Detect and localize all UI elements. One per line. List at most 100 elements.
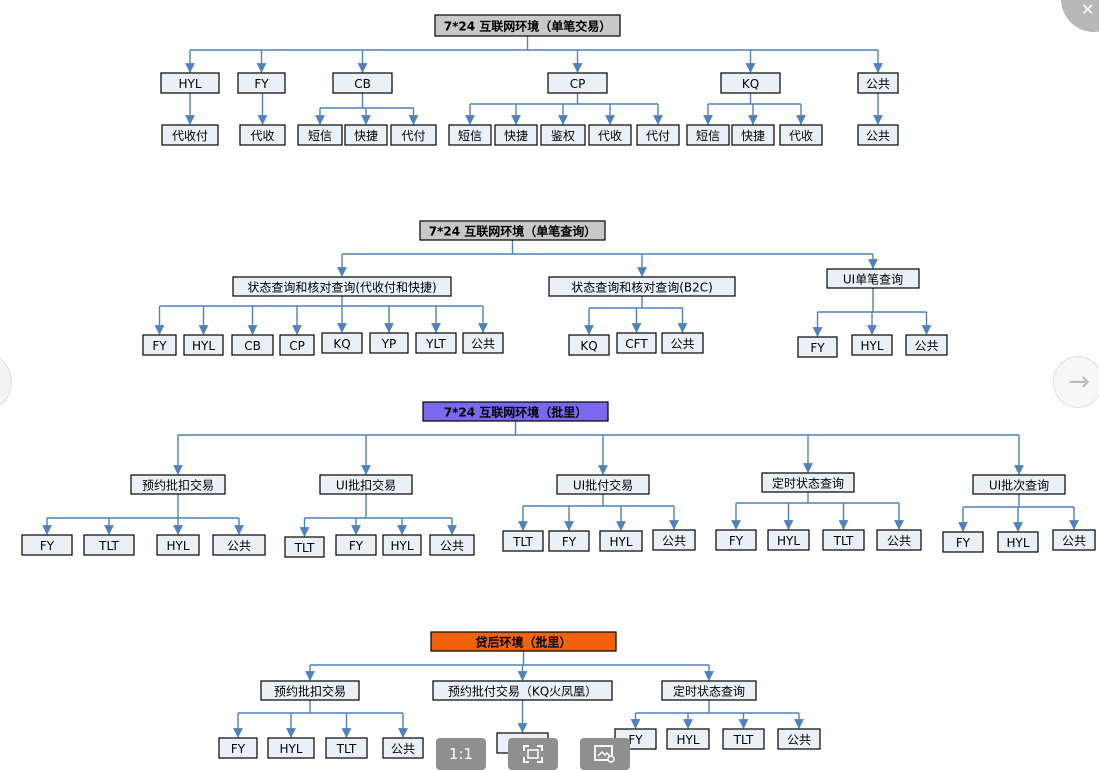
section-1-group-0-child-3-label: CP	[289, 339, 305, 353]
section-3-group-2-child-1-label: HYL	[676, 733, 699, 747]
section-1-group-0-child-7: 公共	[462, 332, 504, 354]
section-0-group-2: CB	[332, 72, 393, 94]
section-2-group-2-child-2-label: HYL	[609, 535, 632, 549]
section-2-group-2: UI批付交易	[556, 474, 650, 495]
section-2-group-0-child-2: HYL	[156, 534, 200, 556]
section-2-group-3-child-3: 公共	[876, 529, 922, 551]
section-0-group-0-child-0-label: 代收付	[172, 129, 208, 143]
section-0-group-5-child-0-box	[857, 124, 899, 146]
section-0-group-2-label: CB	[354, 77, 371, 91]
section-1-group-2-child-1: HYL	[851, 334, 893, 356]
section-0-group-3-label: CP	[570, 77, 586, 91]
section-1-group-0-child-6-box	[415, 332, 457, 354]
section-0-group-3-child-0-box	[448, 124, 492, 146]
section-1-group-2-child-1-label: HYL	[860, 339, 883, 353]
section-2-group-0-child-3-label: 公共	[227, 539, 251, 553]
section-1-title: 7*24 互联网环境（单笔查询）	[419, 220, 606, 241]
section-0-group-3-child-1-box	[494, 124, 538, 146]
section-2-group-2-child-2: HYL	[599, 530, 643, 552]
section-3-title-label: 贷后环境（批里）	[475, 635, 571, 650]
section-0-group-4-child-1-box	[731, 124, 775, 146]
section-0-group-2-child-1-box	[344, 124, 388, 146]
section-2-group-2-child-0-box	[502, 530, 544, 552]
section-0-group-1-label: FY	[254, 77, 269, 91]
section-0-group-4-child-0-box	[686, 124, 730, 146]
section-2-group-3: 定时状态查询	[761, 472, 855, 493]
section-0-group-3-child-0: 短信	[448, 124, 492, 146]
section-2-group-1-child-1: FY	[335, 534, 377, 556]
section-1-title-label: 7*24 互联网环境（单笔查询）	[429, 224, 597, 239]
section-0-group-0-box	[160, 72, 220, 94]
section-1-group-2-child-2: 公共	[905, 334, 948, 356]
section-2-group-0: 预约批扣交易	[130, 474, 226, 495]
section-3-group-0-child-3-label: 公共	[391, 742, 415, 756]
section-1-group-0-label: 状态查询和核对查询(代收付和快捷)	[247, 281, 436, 295]
section-1-group-0-child-6: YLT	[415, 332, 457, 354]
next-button[interactable]: →	[1053, 356, 1099, 408]
section-1-group-1-child-1: CFT	[616, 332, 657, 354]
section-0-group-2-child-0-box	[297, 124, 343, 146]
section-2-group-4-box	[972, 474, 1066, 495]
close-button[interactable]: ✕	[1061, 0, 1099, 32]
section-3-group-0-child-2-label: TLT	[336, 742, 357, 756]
section-3-group-0: 预约批扣交易	[260, 680, 360, 701]
section-2-group-1-child-3-box	[429, 534, 475, 556]
section-0-group-2-child-1-label: 快捷	[354, 129, 378, 143]
section-1-group-1-label: 状态查询和核对查询(B2C)	[571, 281, 713, 295]
actual-size-label: 1:1	[448, 745, 474, 763]
section-3-group-2-child-2-label: TLT	[733, 733, 754, 747]
section-2-group-0-child-1: TLT	[83, 534, 135, 556]
section-1-group-1-child-1-box	[616, 332, 657, 354]
section-0-group-3-child-2-box	[540, 124, 586, 146]
section-0-group-0-child-0: 代收付	[161, 124, 219, 146]
section-2-group-4-child-1-label: HYL	[1006, 536, 1029, 550]
section-3-group-1-label: 预约批付交易（KQ火凤凰）	[448, 684, 597, 699]
close-icon: ✕	[1081, 0, 1095, 19]
section-1-group-0-child-2-box	[231, 334, 274, 356]
section-1-group-0-child-5: YP	[369, 332, 409, 354]
section-0-group-3-child-2-label: 鉴权	[551, 129, 575, 143]
section-2-group-1-child-3: 公共	[429, 534, 475, 556]
section-3-group-0-child-0: FY	[218, 737, 258, 759]
section-2-group-1-child-2-box	[382, 534, 422, 556]
actual-size-button[interactable]: 1:1	[436, 738, 486, 770]
section-1-group-0-child-1-box	[183, 334, 224, 356]
section-0-group-4-child-2: 代收	[779, 124, 823, 146]
section-2-group-4-child-2: 公共	[1052, 529, 1096, 551]
section-3-group-2-child-2-box	[722, 728, 765, 750]
section-2-group-2-child-1: FY	[548, 530, 590, 552]
section-2-group-4-child-0: FY	[942, 531, 984, 553]
section-0-group-4-child-0-label: 短信	[696, 129, 720, 143]
section-1-group-1-box	[548, 276, 736, 297]
section-1-group-2-child-0: FY	[797, 336, 838, 358]
section-2-group-3-child-2-label: TLT	[833, 534, 854, 548]
section-2-group-2-child-1-label: FY	[562, 535, 577, 549]
section-0-group-3-child-1-label: 快捷	[504, 129, 528, 143]
section-1-group-1-child-0: KQ	[568, 334, 610, 356]
section-0-group-4-child-2-box	[779, 124, 823, 146]
section-2-group-3-child-0-label: FY	[729, 534, 744, 548]
section-2-group-0-box	[130, 474, 226, 495]
section-0-group-1: FY	[237, 72, 286, 94]
section-1-group-0-child-5-label: YP	[381, 337, 397, 351]
section-0-group-3-child-4-label: 代付	[646, 129, 670, 143]
section-3-group-0-child-1: HYL	[267, 737, 315, 759]
section-2-group-2-box	[556, 474, 650, 495]
section-0-group-0-label: HYL	[178, 77, 201, 91]
section-3-group-0-label: 预约批扣交易	[274, 684, 346, 699]
section-2-group-2-child-3-label: 公共	[662, 534, 686, 548]
section-1-group-0-child-4: KQ	[321, 332, 363, 354]
section-0-group-3-child-0-label: 短信	[458, 129, 482, 143]
section-2-group-1: UI批扣交易	[319, 474, 413, 495]
section-0-title-label: 7*24 互联网环境（单笔交易）	[444, 19, 612, 34]
section-2-group-3-child-0: FY	[715, 529, 757, 551]
section-0-group-3-child-2: 鉴权	[540, 124, 586, 146]
section-0-group-1-child-0-label: 代收	[250, 129, 274, 143]
section-2-group-1-child-2-label: HYL	[390, 539, 413, 553]
section-2-group-1-box	[319, 474, 413, 495]
open-original-button[interactable]	[580, 738, 630, 770]
section-1-group-2-child-0-label: FY	[810, 341, 825, 355]
section-2-group-0-child-2-box	[156, 534, 200, 556]
fit-screen-button[interactable]	[508, 738, 558, 770]
section-1-group-0-child-4-label: KQ	[333, 337, 350, 351]
